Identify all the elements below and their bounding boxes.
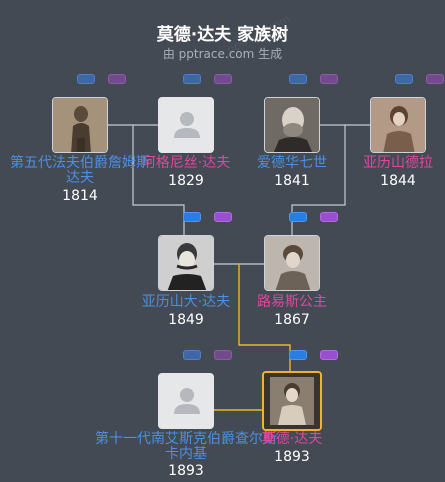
expand-father-toggle[interactable] <box>183 350 201 360</box>
expand-mother-toggle[interactable] <box>214 350 232 360</box>
person-photo[interactable] <box>264 97 320 153</box>
person-photo-placeholder[interactable] <box>158 97 214 153</box>
person-silhouette-icon <box>174 388 200 414</box>
person-silhouette-icon <box>174 112 200 138</box>
person-photo-selected[interactable] <box>262 371 322 431</box>
person-name[interactable]: 莫德·达夫 <box>261 431 323 447</box>
person-birth-year: 1829 <box>168 173 204 189</box>
person-name[interactable]: 亚历山大·达夫 <box>141 294 231 310</box>
person-photo[interactable] <box>370 97 426 153</box>
expand-father-toggle[interactable] <box>395 74 413 84</box>
expand-mother-toggle[interactable] <box>214 74 232 84</box>
person-photo[interactable] <box>158 235 214 291</box>
expand-mother-toggle[interactable] <box>320 212 338 222</box>
person-photo[interactable] <box>52 97 108 153</box>
expand-father-toggle[interactable] <box>183 212 201 222</box>
expand-father-toggle[interactable] <box>289 350 307 360</box>
person-birth-year: 1893 <box>274 449 310 465</box>
expand-mother-toggle[interactable] <box>320 350 338 360</box>
expand-father-toggle[interactable] <box>77 74 95 84</box>
person-birth-year: 1844 <box>380 173 416 189</box>
person-photo[interactable] <box>264 235 320 291</box>
person-photo-placeholder[interactable] <box>158 373 214 429</box>
expand-mother-toggle[interactable] <box>320 74 338 84</box>
person-birth-year: 1849 <box>168 312 204 328</box>
person-name[interactable]: 亚历山德拉 <box>363 155 433 171</box>
person-name[interactable]: 路易斯公主 <box>257 294 327 310</box>
person-name[interactable]: 爱德华七世 <box>257 155 327 171</box>
expand-father-toggle[interactable] <box>183 74 201 84</box>
expand-mother-toggle[interactable] <box>108 74 126 84</box>
person-name[interactable]: 第十一代南艾斯克伯爵查尔斯卡内基 <box>95 431 277 462</box>
expand-father-toggle[interactable] <box>289 212 307 222</box>
person-name[interactable]: 第五代法夫伯爵詹姆斯达夫 <box>10 155 150 186</box>
person-birth-year: 1841 <box>274 173 310 189</box>
person-birth-year: 1814 <box>62 188 98 204</box>
expand-father-toggle[interactable] <box>289 74 307 84</box>
person-name[interactable]: 阿格尼丝·达夫 <box>141 155 231 171</box>
page-title: 莫德·达夫 家族树 <box>156 25 289 45</box>
expand-mother-toggle[interactable] <box>214 212 232 222</box>
person-birth-year: 1867 <box>274 312 310 328</box>
person-birth-year: 1893 <box>168 463 204 479</box>
page-subtitle: 由 pptrace.com 生成 <box>162 47 283 61</box>
expand-mother-toggle[interactable] <box>426 74 444 84</box>
